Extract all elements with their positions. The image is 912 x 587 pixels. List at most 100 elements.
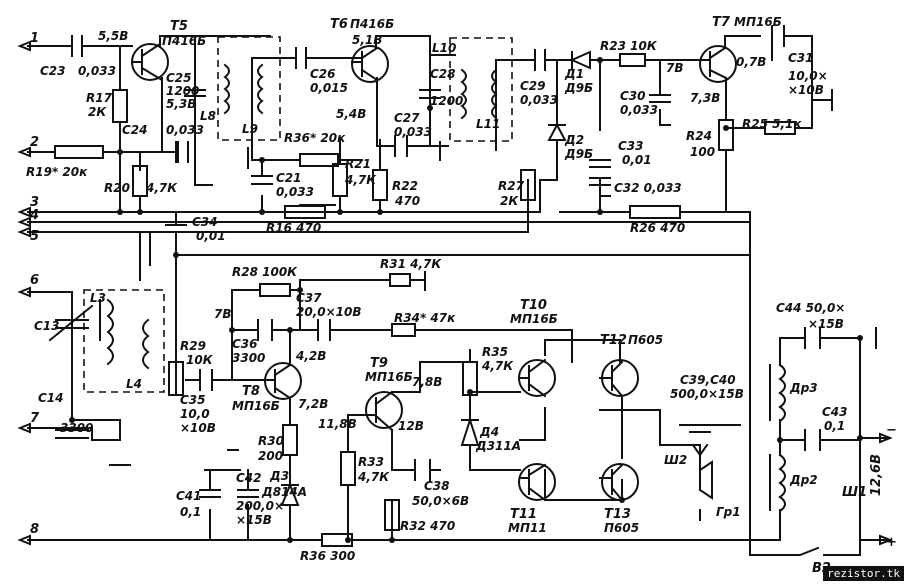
labels-v126-label: 12,6В [869,454,884,496]
labels-r35v-label: 4,7К [481,359,514,373]
terminal-8-label: 8 [30,522,39,537]
labels-c42v2-label: ×15В [236,513,272,527]
labels-c24v-label: 0,033 [166,123,204,137]
labels-d1-label: Д1 [564,67,584,81]
labels: 1 2 3 4 5 6 7 8 T5 П416Б T6 П416Б T7 МП1… [26,15,897,576]
t12-type: П605 [628,333,663,347]
t7-type: МП16Б [734,15,782,29]
labels-c31v2-label: ×10В [788,83,824,97]
terminal-7-label: 7 [30,411,40,426]
labels-d1v-label: Д9Б [564,81,593,95]
labels-r31-label: R31 4,7К [380,257,442,271]
labels-r22v-label: 470 [394,194,420,208]
labels-c39v-label: 500,0×15В [670,387,744,401]
labels-r24-label: R24 [686,129,712,143]
labels-d4-label: Д4 [479,425,499,439]
t6-type: П416Б [350,17,394,31]
labels-v78-label: 7,8В [412,375,442,389]
t10-type: МП16Б [510,312,558,326]
labels-c41v-label: 0,1 [180,505,201,519]
labels-c44-label: C44 50,0× [776,301,845,315]
labels-r21-label: R21 [345,157,371,171]
coil-l4 [142,318,150,370]
coil-l11 [491,68,498,120]
labels-c25-label: C25 [166,71,192,85]
labels-c21-label: C21 [276,171,302,185]
t10-ref: T10 [520,298,547,313]
labels-c43v-label: 0,1 [824,419,845,433]
labels-r30-label: R30 [258,434,284,448]
labels-c35v-label: 10,0 [180,407,210,421]
labels-c29-label: C29 [520,79,546,93]
labels-d4v-label: Д311А [475,439,521,453]
labels-w2-label: Ш2 [664,453,687,467]
terminal-arrows [17,40,893,546]
labels-r17v-label: 2К [88,105,107,119]
labels-r25-label: R25 5,1к [742,117,802,131]
labels-r27-label: R27 [498,179,525,193]
labels-v73-label: 7,3В [690,91,720,105]
labels-r30v-label: 200 [258,449,283,463]
jack-icon [691,443,709,457]
t11-type: МП11 [508,521,547,535]
choke-dr2 [778,453,786,513]
labels-r36a-label: R36* 20к [284,131,346,145]
choke-dr3 [778,363,786,423]
labels-v7b-label: 7В [214,307,232,321]
shield-box-l8-l9 [217,36,281,141]
labels-c29v-label: 0,033 [520,93,558,107]
labels-r29-label: R29 [180,339,206,353]
labels-plus-label: + [886,535,897,550]
labels-c42v-label: 200,0× [236,499,284,513]
terminal-3-label: 3 [30,195,39,210]
t8-type: МП16Б [232,399,280,413]
labels-c42-label: C42 [236,471,262,485]
diode-d4 [460,416,480,446]
watermark: rezistor.tk [823,566,904,581]
labels-c21v-label: 0,033 [276,185,314,199]
t13-ref: T13 [604,507,631,522]
labels-c38-label: C38 [424,479,450,493]
labels-w1-label: Ш1 [842,485,867,500]
terminal-2-label: 2 [30,135,39,150]
wiring [27,35,891,556]
labels-c34-label: C34 [192,215,218,229]
labels-gr1-label: Гр1 [716,505,741,519]
coil-l9 [257,63,264,115]
labels-c14v-label: 3300 [60,421,93,435]
labels-c41-label: C41 [176,489,202,503]
labels-c43-label: C43 [822,405,848,419]
labels-r20v-label: 4,7К [145,181,178,195]
labels-c34v-label: 0,01 [196,229,226,243]
labels-r27v-label: 2К [500,194,519,208]
labels-c26v-label: 0,015 [310,81,348,95]
labels-r35-label: R35 [482,345,508,359]
labels-l9-label: L9 [242,122,258,136]
labels-c33-label: C33 [618,139,644,153]
labels-r33v-label: 4,7К [357,470,390,484]
labels-v55-label: 5,5В [98,29,128,43]
t7-ref: T7 [712,15,731,30]
zener-d3 [280,482,300,506]
labels-v42-label: 4,2В [295,349,326,363]
labels-r20-label: R20 [104,181,130,195]
labels-r19-label: R19* 20к [26,165,88,179]
terminal-5-label: 5 [30,229,39,244]
labels-l10-label: L10 [432,41,456,55]
labels-c27-label: C27 [394,111,420,125]
labels-v12-label: 12В [398,419,424,433]
labels-c23-label: C23 [40,64,66,78]
labels-c30v-label: 0,033 [620,103,658,117]
t13-type: П605 [604,521,639,535]
labels-r33-label: R33 [358,455,384,469]
labels-v53-label: 5,3В [166,97,196,111]
labels-c39-label: C39,C40 [680,373,736,387]
labels-c31-label: C31 [788,51,814,65]
labels-r17-label: R17 [86,91,113,105]
labels-l8-label: L8 [200,109,216,123]
t8-ref: T8 [242,384,260,399]
labels-d2-label: Д2 [564,133,584,147]
t5-ref: T5 [170,19,188,34]
labels-c35-label: C35 [180,393,206,407]
